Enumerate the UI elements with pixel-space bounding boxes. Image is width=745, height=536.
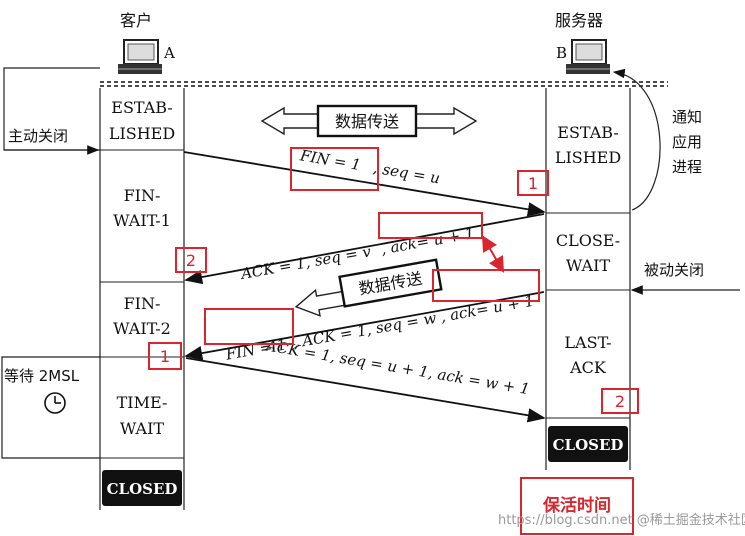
server-state-closewait-1: CLOSE- [556,231,620,250]
red-link-arrow [481,235,505,273]
marker-server-1: 1 [528,174,538,193]
notify-app-1: 通知 [672,108,702,126]
server-computer-icon [566,39,610,74]
watermark: https://blog.csdn.net @稀土掘金技术社区 [498,512,745,528]
server-state-closewait-2: WAIT [566,256,611,275]
server-state-lastack-1: LAST- [564,333,611,352]
notify-app-3: 进程 [672,158,702,176]
marker-client-2: 2 [186,251,196,270]
data-transfer-arrow-1 [260,104,478,138]
client-state-finwait2-1: FIN- [124,294,161,313]
msg4-arrow [185,357,546,423]
data-transfer-label-1: 数据传送 [335,112,399,131]
msg4-text: ACK = 1, seq = u + 1, ack = w + 1 [263,336,531,398]
server-state-lastack-2: ACK [569,358,607,377]
red-box-ack-u1-a [378,212,483,239]
server-state-established-2: LISHED [555,148,621,167]
client-computer-icon [118,39,162,74]
wait-2msl-label: 等待 2MSL [4,367,80,385]
msg3-ackno: , ack= u + 1 [439,292,535,326]
client-label: 客户 [120,11,152,30]
msg1-fin: FIN = 1 [298,146,362,174]
client-state-established-2: LISHED [109,124,175,143]
keepalive-label: 保活时间 [542,495,611,516]
notify-app-arrow [612,68,661,211]
marker-client-1: 1 [160,347,170,366]
server-label: 服务器 [555,11,603,30]
msg3-arrow [184,291,545,361]
marker-server-2: 2 [615,392,625,411]
client-id: A [163,44,175,62]
clock-icon [44,392,66,414]
client-closed-box [102,470,182,506]
client-state-established-1: ESTAB- [111,98,172,117]
data-transfer-arrow-2: 数据传送 [294,258,443,317]
server-id: B [556,44,567,62]
red-box-fin-2 [204,308,294,345]
server-closed-box [548,426,628,462]
client-state-finwait1-1: FIN- [124,186,161,205]
red-box-fin-1 [290,147,379,191]
passive-close-label: 被动关闭 [644,261,704,279]
client-state-closed: CLOSED [107,480,178,498]
keepalive-box [520,477,634,535]
msg1-arrow [183,151,546,217]
server-state-established-1: ESTAB- [557,123,618,142]
active-close-label: 主动关闭 [8,127,68,145]
client-state-finwait1-2: WAIT-1 [113,211,171,230]
notify-app-2: 应用 [672,133,702,151]
server-state-closed: CLOSED [553,436,624,454]
msg2-arrow [184,213,545,285]
client-state-finwait2-2: WAIT-2 [113,319,171,338]
client-state-timewait-2: WAIT [120,419,165,438]
msg2-ackno: , ack= u + 1 [380,224,476,258]
msg1-seq: , seq = u [372,159,442,188]
client-state-timewait-1: TIME- [117,393,168,412]
